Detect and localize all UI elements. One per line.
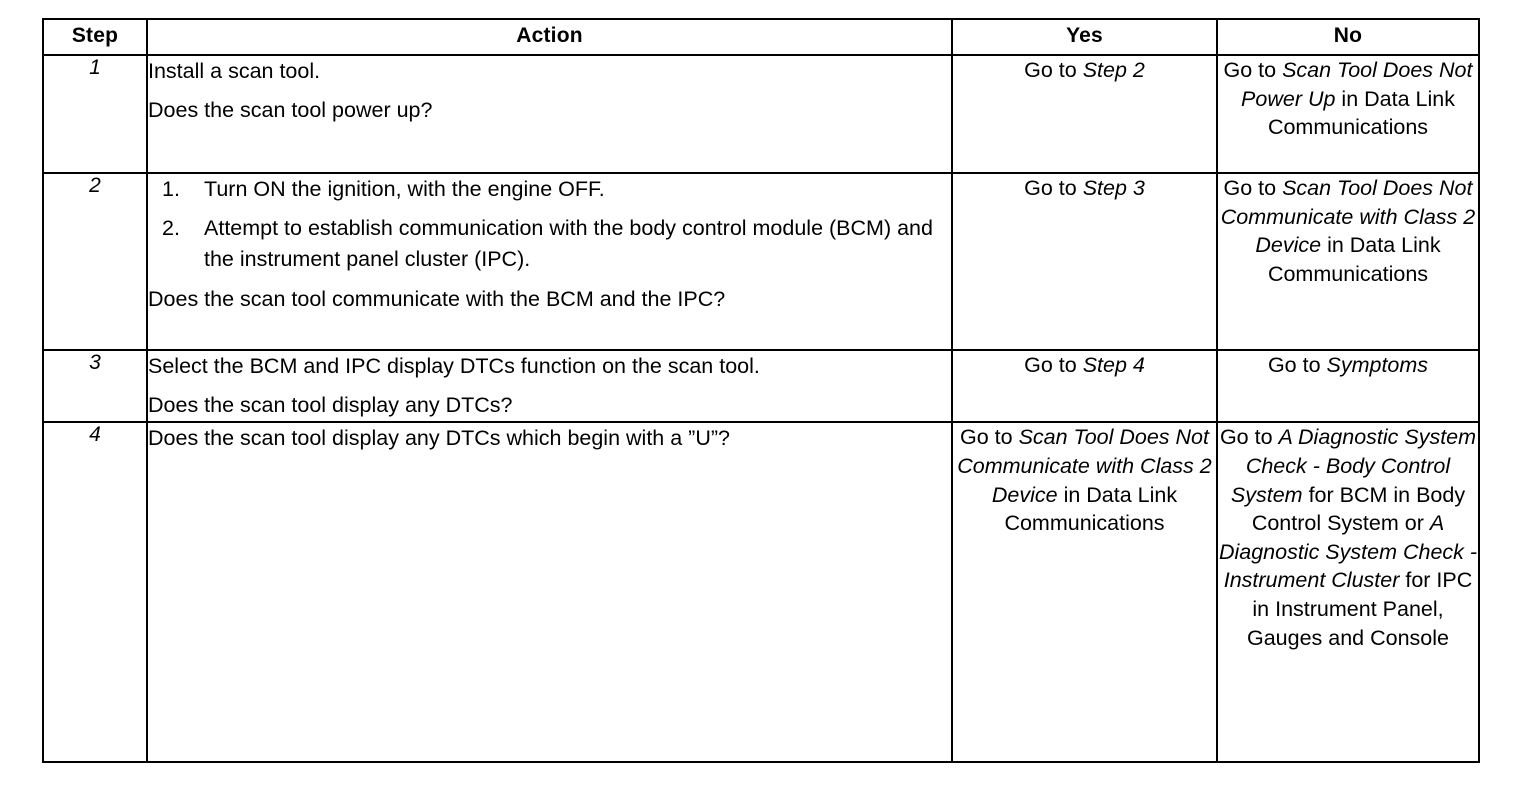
branch-text: Go to Step 2 [1024, 58, 1145, 82]
list-item-text: Turn ON the ignition, with the engine OF… [204, 177, 605, 201]
action-question: Does the scan tool display any DTCs whic… [148, 426, 730, 451]
table-row: 1 Install a scan tool. Does the scan too… [42, 54, 1480, 174]
branch-text: Go to Step 4 [1024, 353, 1145, 377]
column-header-step: Step [42, 18, 148, 56]
list-item-number: 2. [162, 216, 180, 241]
step-number-cell: 3 [42, 348, 148, 424]
branch-text: Go to Symptoms [1267, 353, 1429, 377]
action-cell: 1. Turn ON the ignition, with the engine… [146, 172, 953, 351]
action-question: Does the scan tool display any DTCs? [148, 393, 513, 418]
branch-text: Go to Scan Tool Does Not Power Up in Dat… [1223, 58, 1473, 140]
table-header-row: Step Action Yes No [42, 18, 1480, 56]
no-branch-cell: Go to Symptoms [1216, 348, 1480, 424]
branch-text: Go to A Diagnostic System Check - Body C… [1218, 425, 1478, 650]
branch-text: Go to Step 3 [1024, 176, 1145, 200]
yes-branch-cell: Go to Scan Tool Does Not Communicate wit… [951, 421, 1218, 764]
diagnostic-step-table: Step Action Yes No 1 Install a scan tool… [42, 18, 1480, 764]
yes-branch-cell: Go to Step 2 [951, 54, 1218, 174]
no-branch-cell: Go to Scan Tool Does Not Power Up in Dat… [1216, 54, 1480, 174]
list-item-text: Attempt to establish communication with … [204, 216, 933, 272]
action-cell: Does the scan tool display any DTCs whic… [146, 421, 953, 764]
list-item-number: 1. [162, 177, 180, 201]
action-line: Install a scan tool. [148, 59, 321, 83]
action-question: Does the scan tool power up? [148, 98, 433, 123]
column-header-yes: Yes [951, 18, 1218, 56]
step-number-cell: 4 [42, 421, 148, 764]
action-numbered-list: 1. Turn ON the ignition, with the engine… [148, 174, 951, 276]
list-item: 1. Turn ON the ignition, with the engine… [148, 174, 951, 205]
branch-text: Go to Scan Tool Does Not Communicate wit… [957, 425, 1212, 536]
action-cell: Select the BCM and IPC display DTCs func… [146, 348, 953, 424]
table-row: 4 Does the scan tool display any DTCs wh… [42, 421, 1480, 764]
no-branch-cell: Go to Scan Tool Does Not Communicate wit… [1216, 172, 1480, 351]
step-number-cell: 2 [42, 172, 148, 351]
no-branch-cell: Go to A Diagnostic System Check - Body C… [1216, 421, 1480, 764]
yes-branch-cell: Go to Step 3 [951, 172, 1218, 351]
action-cell: Install a scan tool. Does the scan tool … [146, 54, 953, 174]
column-header-action: Action [146, 18, 953, 56]
action-line: Select the BCM and IPC display DTCs func… [148, 354, 760, 378]
step-number-cell: 1 [42, 54, 148, 174]
yes-branch-cell: Go to Step 4 [951, 348, 1218, 424]
table-row: 3 Select the BCM and IPC display DTCs fu… [42, 348, 1480, 424]
list-item: 2. Attempt to establish communication wi… [148, 213, 951, 275]
branch-text: Go to Scan Tool Does Not Communicate wit… [1220, 176, 1476, 286]
action-question: Does the scan tool communicate with the … [148, 286, 726, 311]
table-row: 2 1. Turn ON the ignition, with the engi… [42, 172, 1480, 351]
column-header-no: No [1216, 18, 1480, 56]
